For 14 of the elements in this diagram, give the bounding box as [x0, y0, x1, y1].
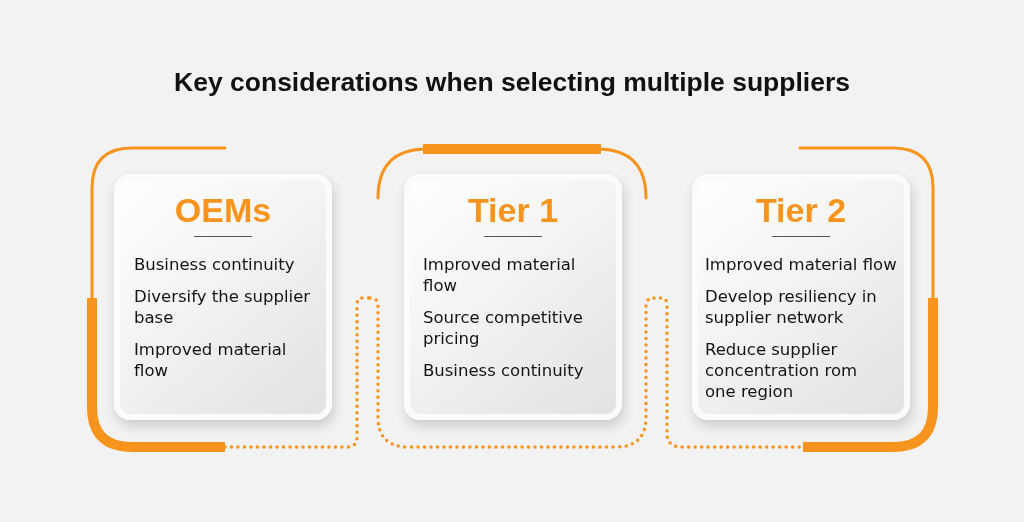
list-item: Improved material flow [705, 254, 898, 275]
list-item: Source competitive pricing [423, 307, 584, 349]
list-item: Improved material flow [134, 339, 288, 381]
list-item: Reduce supplier concentration rom one region [705, 339, 859, 402]
list-item: Business continuity [423, 360, 585, 381]
list-item: Improved material flow [423, 254, 577, 296]
card-heading: Tier 1 [467, 190, 559, 230]
list-item: Diversify the supplier base [134, 286, 312, 328]
card-heading: OEMs [174, 190, 272, 230]
list-item: Develop resiliency in supplier network [705, 286, 878, 328]
diagram-title: Key considerations when selecting multiple suppliers [174, 66, 850, 99]
card-heading: Tier 2 [755, 190, 847, 230]
dotted-connector [223, 296, 372, 449]
list-item: Business continuity [134, 254, 296, 275]
